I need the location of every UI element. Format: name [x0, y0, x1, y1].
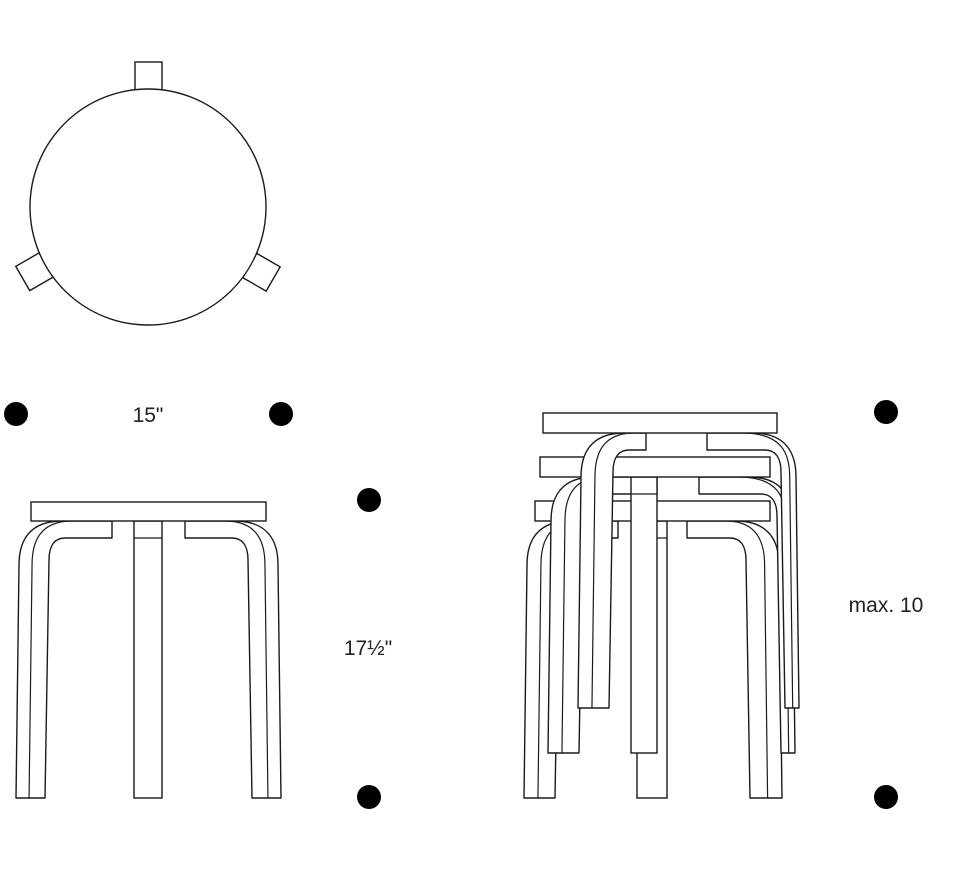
front-stool-left-leg: [15, 520, 113, 799]
stacked-stool-top-seat: [542, 412, 778, 434]
top-view-leg-top: [134, 61, 163, 93]
front-stool-right-leg-outline: [184, 520, 282, 799]
stacked-stool-top-right-leg: [706, 432, 800, 709]
stacked-stool-top-right-leg-outline: [706, 432, 800, 709]
width-label: 15": [133, 404, 164, 427]
front-stool-left-leg-outline: [15, 520, 113, 799]
stacked-stool-middle-center-leg: [630, 476, 658, 754]
top-view-seat: [29, 88, 267, 326]
front-stool-center-leg: [133, 520, 163, 799]
stacked-stool-middle-seat: [539, 456, 771, 478]
dimension-dot-3: [357, 488, 381, 512]
dimension-dot-6: [874, 785, 898, 809]
stacking-label: max. 10: [849, 594, 924, 617]
stacked-stool-top-right-leg-lamination-line: [744, 432, 794, 709]
stack-view: [523, 412, 800, 799]
stacked-stool-bottom-right-leg-outline: [686, 520, 783, 799]
front-stool-seat: [30, 501, 267, 522]
front-view: [15, 501, 282, 799]
stacked-stool-top-left-leg: [577, 432, 647, 709]
dimension-dot-2: [269, 402, 293, 426]
stacked-stool-bottom-right-leg: [686, 520, 783, 799]
top-view: [14, 61, 282, 326]
front-stool-right-leg: [184, 520, 282, 799]
stacked-stool-bottom-right-leg-lamination-line: [727, 520, 769, 799]
dimension-dot-4: [357, 785, 381, 809]
stacked-stool-top-left-leg-lamination-line: [591, 432, 633, 709]
stacked-stool-top: [542, 412, 800, 709]
front-stool: [15, 501, 282, 799]
front-stool-left-leg-lamination-line: [28, 520, 71, 799]
height-label: 17½": [344, 637, 392, 660]
front-stool-right-leg-lamination-line: [226, 520, 269, 799]
dimension-markers: [4, 400, 898, 809]
dimension-dot-5: [874, 400, 898, 424]
dimension-dot-1: [4, 402, 28, 426]
